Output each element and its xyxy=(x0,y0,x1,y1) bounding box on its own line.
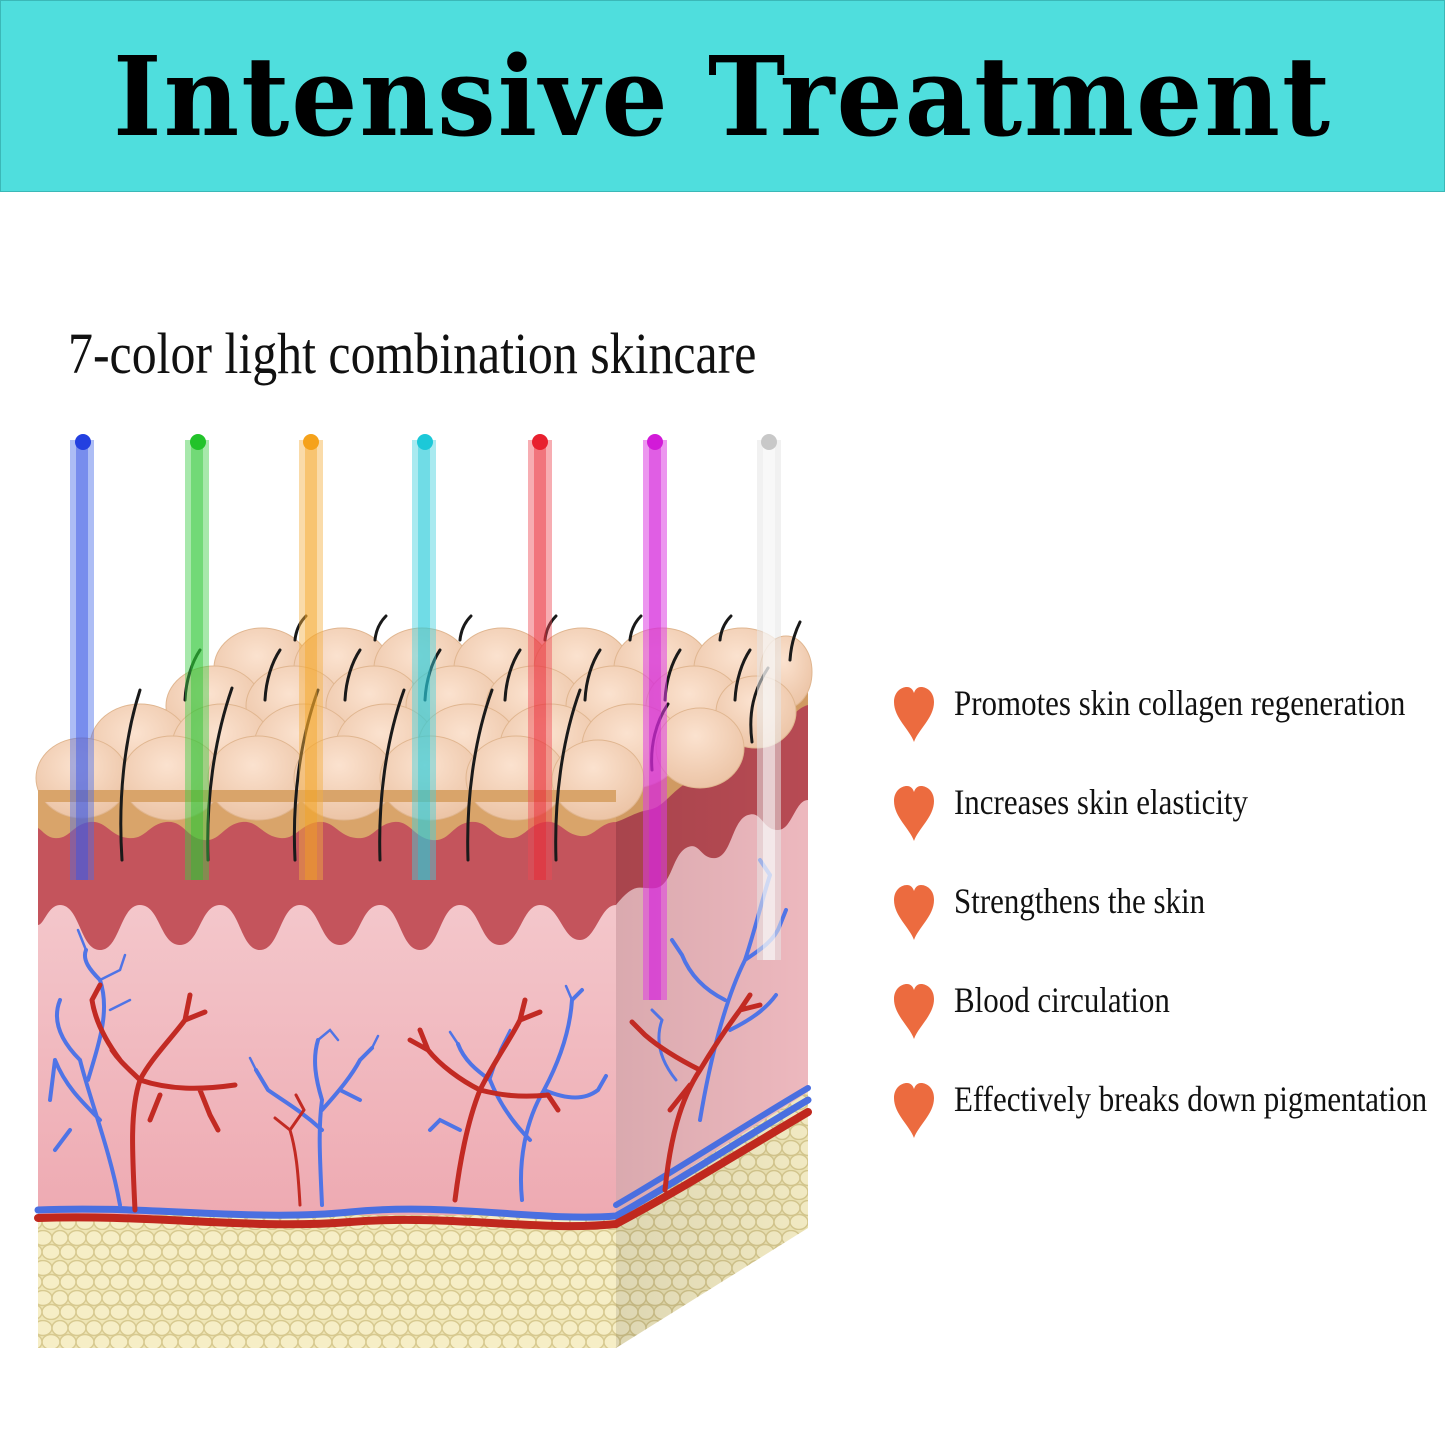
benefit-label: Effectively breaks down pigmentation xyxy=(954,1079,1428,1119)
page-title: Intensive Treatment xyxy=(112,31,1333,161)
benefit-item: Blood circulation xyxy=(892,980,1432,1080)
heart-icon xyxy=(894,984,934,1039)
fat-layer xyxy=(38,1210,616,1348)
epidermis-layer xyxy=(38,800,616,950)
diagram-subtitle: 7-color light combination skincare xyxy=(68,321,757,386)
light-beams xyxy=(70,434,781,1000)
benefit-item: Effectively breaks down pigmentation xyxy=(892,1079,1432,1179)
light-beam-cyan xyxy=(412,434,436,880)
heart-icon xyxy=(894,1083,934,1138)
skin-cross-section-diagram xyxy=(34,434,813,1348)
light-beam-orange xyxy=(299,434,323,880)
benefit-item: Increases skin elasticity xyxy=(892,782,1432,882)
blood-vessel-base xyxy=(34,1085,812,1231)
heart-icon xyxy=(894,885,934,940)
benefit-item: Strengthens the skin xyxy=(892,881,1432,981)
title-banner: Intensive Treatment xyxy=(0,0,1445,192)
benefit-label: Promotes skin collagen regeneration xyxy=(954,683,1406,723)
light-beam-blue xyxy=(70,434,94,880)
benefit-item: Promotes skin collagen regeneration xyxy=(892,683,1432,783)
heart-icon xyxy=(894,687,934,742)
light-beam-purple xyxy=(643,434,667,1000)
capillaries-arteries xyxy=(89,982,763,1213)
light-beam-red xyxy=(528,434,552,880)
light-beam-green xyxy=(185,434,209,880)
benefit-label: Blood circulation xyxy=(954,980,1170,1020)
benefit-label: Strengthens the skin xyxy=(954,881,1206,921)
light-beam-white xyxy=(757,434,781,960)
capillaries-veins xyxy=(48,858,788,1207)
benefit-label: Increases skin elasticity xyxy=(954,782,1249,822)
heart-icon xyxy=(894,786,934,841)
benefits-list: Promotes skin collagen regeneration Incr… xyxy=(892,683,1432,1179)
